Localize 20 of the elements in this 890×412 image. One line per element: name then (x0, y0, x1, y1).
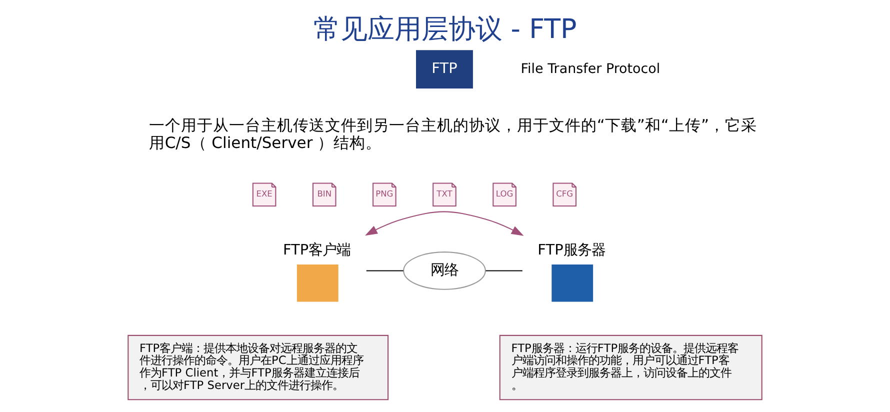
label: EXE (256, 188, 272, 199)
label: TXT (436, 188, 452, 199)
label: PNG (376, 188, 394, 199)
label: 一个用于从一台主机传送文件到另一台主机的协议，用于文件的“下载”和“上传”，它采用C/S（ Client/Server ）结构。 (148, 116, 758, 152)
node-box (296, 264, 338, 302)
node-box (552, 264, 594, 302)
label: BIN (317, 188, 332, 199)
label: FTP (432, 61, 458, 78)
diagram-title: 常见应用层协议 - FTP (313, 14, 577, 46)
label: File Transfer Protocol (520, 62, 660, 77)
node-ellipse: 网络 (403, 252, 486, 290)
label: CFG (556, 188, 574, 199)
node-label: FTP服务器 (538, 242, 606, 258)
node-label: FTP客户端 (282, 242, 351, 258)
connector (486, 270, 522, 272)
node-box: FTP客户端：提供本地设备对远程服务器的文件进行操作的命令。用户在PC上通过应用程序作为FTP Client，并与FTP服务器建立连接后，可以对FTP Server上的文件进行操作。 (128, 334, 389, 400)
connector (366, 270, 404, 272)
arrow (365, 211, 524, 236)
label: LOG (496, 188, 514, 199)
node-box: FTP服务器：运行FTP服务的设备。提供远程客户端访问和操作的功能，用户可以通过FTP客户端程序登录到服务器上，访问设备上的文件。 (499, 334, 762, 400)
